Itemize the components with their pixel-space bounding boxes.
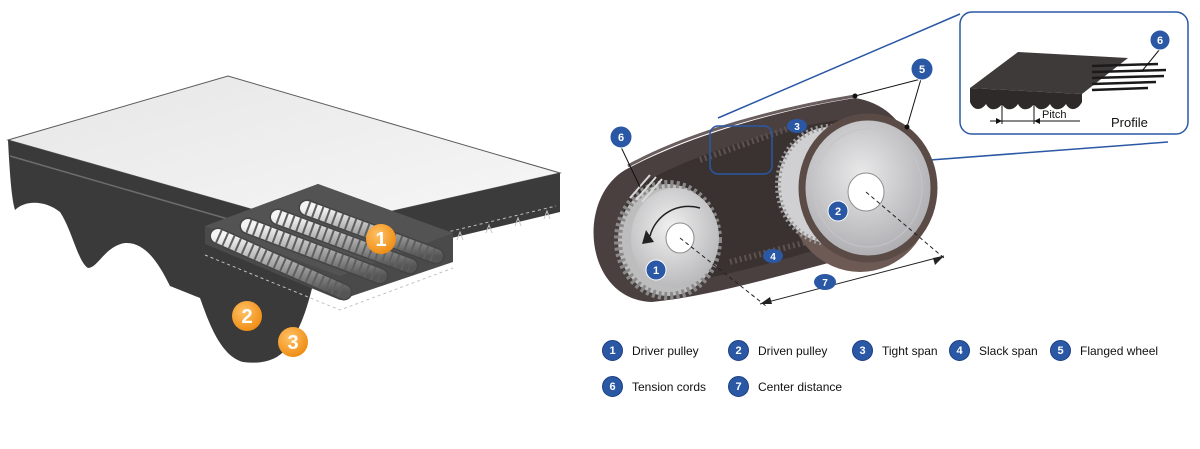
svg-text:1: 1 bbox=[375, 229, 386, 251]
legend-badge: 7 bbox=[728, 376, 749, 397]
legend-item-flanged-wheel: 5 Flanged wheel bbox=[1050, 340, 1158, 361]
legend: 1 Driver pulley 2 Driven pulley 3 Tight … bbox=[600, 340, 1190, 410]
svg-text:2: 2 bbox=[835, 206, 841, 218]
legend-label: Driven pulley bbox=[758, 343, 828, 358]
center-distance-dimension bbox=[679, 191, 945, 307]
legend-badge: 2 bbox=[728, 340, 749, 361]
svg-text:3: 3 bbox=[287, 332, 298, 354]
callout-left-1: 1 bbox=[366, 224, 396, 254]
legend-item-tension-cords: 6 Tension cords bbox=[602, 376, 706, 397]
svg-text:6: 6 bbox=[618, 132, 624, 144]
legend-label: Tension cords bbox=[632, 379, 707, 394]
driven-pulley bbox=[775, 113, 938, 272]
callout-inset-6: 6 bbox=[1149, 29, 1171, 51]
legend-label: Slack span bbox=[979, 343, 1038, 358]
belt-drive-figure: 1 2 3 4 5 6 7 bbox=[593, 11, 1189, 307]
legend-label: Driver pulley bbox=[632, 343, 699, 358]
callout-right-6: 6 bbox=[609, 125, 633, 149]
legend-badge: 4 bbox=[949, 340, 970, 361]
callout-right-2: 2 bbox=[827, 200, 849, 222]
legend-badge: 5 bbox=[1050, 340, 1071, 361]
svg-text:1: 1 bbox=[653, 265, 659, 277]
callout-left-3: 3 bbox=[278, 327, 308, 357]
svg-text:3: 3 bbox=[794, 122, 800, 133]
tension-cords bbox=[209, 199, 445, 301]
profile-label: Profile bbox=[1111, 115, 1148, 130]
legend-item-center-distance: 7 Center distance bbox=[728, 376, 842, 397]
callout-right-5: 5 bbox=[910, 57, 934, 81]
callout-right-3: 3 bbox=[787, 119, 807, 133]
belt-section-figure: 1 2 3 bbox=[6, 75, 562, 363]
callout-left-2: 2 bbox=[232, 301, 262, 331]
svg-text:6: 6 bbox=[1157, 35, 1163, 47]
legend-label: Tight span bbox=[882, 343, 938, 358]
legend-badge: 6 bbox=[602, 376, 623, 397]
legend-item-driver-pulley: 1 Driver pulley bbox=[602, 340, 699, 361]
pitch-label: Pitch bbox=[1042, 109, 1066, 121]
legend-label: Center distance bbox=[758, 379, 843, 394]
legend-item-tight-span: 3 Tight span bbox=[852, 340, 938, 361]
callout-right-7: 7 bbox=[814, 274, 836, 290]
legend-label: Flanged wheel bbox=[1080, 343, 1159, 358]
legend-badge: 1 bbox=[602, 340, 623, 361]
legend-badge: 3 bbox=[852, 340, 873, 361]
detail-focus-frame bbox=[709, 125, 773, 175]
svg-text:4: 4 bbox=[770, 252, 776, 263]
profile-inset: Pitch Profile 6 bbox=[959, 11, 1189, 135]
legend-item-driven-pulley: 2 Driven pulley bbox=[728, 340, 827, 361]
callout-right-1: 1 bbox=[645, 259, 667, 281]
svg-text:7: 7 bbox=[822, 278, 828, 289]
callout-right-4: 4 bbox=[763, 249, 783, 263]
svg-text:5: 5 bbox=[919, 64, 925, 76]
svg-text:2: 2 bbox=[241, 306, 252, 328]
legend-item-slack-span: 4 Slack span bbox=[949, 340, 1038, 361]
